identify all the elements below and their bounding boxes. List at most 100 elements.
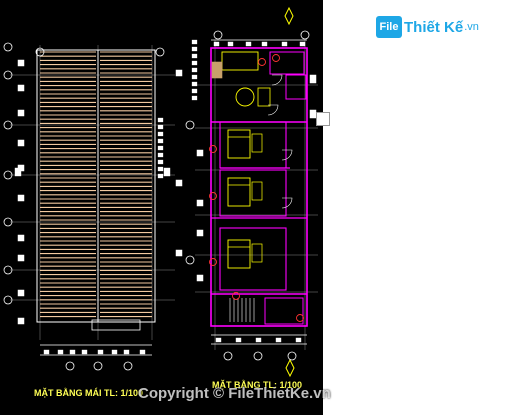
dimension-tick	[235, 337, 242, 343]
dimension-tick	[299, 41, 306, 47]
dimension-tick	[196, 199, 204, 207]
axis-bubble	[185, 255, 195, 265]
vertical-label-text	[191, 67, 198, 73]
dimension-tick	[17, 84, 25, 92]
axis-bubble	[35, 47, 45, 57]
sofa	[257, 87, 271, 107]
bedroom-2	[219, 169, 287, 217]
axis-bubble	[287, 351, 297, 361]
entrance-porch	[264, 297, 304, 325]
dining-table	[235, 87, 255, 107]
door-swing	[281, 197, 293, 209]
axis-bubble	[123, 361, 133, 371]
logo-name: Thiết Kế	[404, 18, 464, 36]
axis-bubble	[3, 70, 13, 80]
north-marker	[14, 167, 22, 177]
logo-tld: .vn	[464, 21, 479, 33]
dimension-tick	[175, 249, 183, 257]
vertical-label-text	[191, 95, 198, 101]
wc-room	[269, 51, 305, 75]
axis-bubble	[3, 42, 13, 52]
dimension-tick	[17, 289, 25, 297]
axis-bubble	[155, 47, 165, 57]
roof-outline	[36, 49, 156, 323]
bed	[227, 129, 251, 159]
floor-plan-caption: MẶT BẰNG TL: 1/100	[212, 380, 303, 390]
dimension-tick	[213, 41, 220, 47]
axis-bubble	[185, 120, 195, 130]
vertical-label-text	[157, 138, 164, 144]
room-tag-marker	[272, 54, 280, 62]
vertical-label-text	[157, 166, 164, 172]
door-swing	[267, 104, 279, 116]
north-marker	[163, 167, 171, 177]
vertical-label-text	[191, 39, 198, 45]
dimension-tick	[245, 41, 252, 47]
dimension-tick	[196, 149, 204, 157]
axis-bubble	[253, 351, 263, 361]
vertical-label-text	[157, 117, 164, 123]
roof-plan-caption: MẶT BẰNG MÁI TL: 1/100	[34, 388, 144, 398]
dimension-tick	[111, 349, 118, 355]
dimension-tick	[281, 41, 288, 47]
vertical-label-text	[191, 53, 198, 59]
vertical-label-text	[157, 145, 164, 151]
floor-plan-drawing	[3, 6, 318, 378]
wardrobe	[251, 181, 263, 201]
vertical-label-text	[191, 81, 198, 87]
dimension-tick	[295, 337, 302, 343]
wardrobe	[251, 133, 263, 153]
north-arrow-icon	[284, 6, 294, 26]
dimension-tick	[69, 349, 76, 355]
dimension-tick	[43, 349, 50, 355]
axis-bubble	[3, 120, 13, 130]
vertical-label-text	[191, 88, 198, 94]
bed	[227, 239, 251, 269]
room-tag-marker	[232, 292, 240, 300]
bedroom-3	[219, 227, 287, 291]
stair-core	[285, 74, 307, 100]
dimension-tick	[17, 234, 25, 242]
dimension-tick	[261, 41, 268, 47]
roof-gutter	[91, 319, 141, 331]
dimension-tick	[17, 109, 25, 117]
dimension-tick	[196, 274, 204, 282]
north-arrow-icon	[285, 358, 295, 378]
vertical-label-text	[191, 74, 198, 80]
dimension-tick	[17, 139, 25, 147]
axis-bubble	[65, 361, 75, 371]
dimension-tick	[196, 229, 204, 237]
vertical-label-text	[157, 124, 164, 130]
room-tag-marker	[209, 145, 217, 153]
dimension-tick	[123, 349, 130, 355]
dimension-tick	[227, 41, 234, 47]
site-logo[interactable]: File Thiết Kế .vn	[376, 16, 479, 38]
vertical-label-text	[191, 60, 198, 66]
vertical-label-text	[157, 159, 164, 165]
room-tag-marker	[209, 258, 217, 266]
bed	[227, 177, 251, 207]
small-square-marker	[316, 112, 330, 126]
dimension-tick	[215, 337, 222, 343]
logo-mark-icon: File	[376, 16, 402, 38]
dimension-tick	[17, 317, 25, 325]
axis-bubble	[223, 351, 233, 361]
axis-bubble	[93, 361, 103, 371]
storage-block	[211, 61, 223, 79]
axis-bubble	[300, 30, 310, 40]
dimension-tick	[175, 69, 183, 77]
copyright-watermark: Copyright © FileThietKe.vn	[138, 385, 331, 402]
vertical-label-text	[157, 131, 164, 137]
door-swing	[271, 74, 283, 86]
dimension-tick	[57, 349, 64, 355]
dimension-tick	[175, 179, 183, 187]
room-tag-marker	[296, 314, 304, 322]
vertical-label-text	[191, 46, 198, 52]
vertical-label-text	[157, 152, 164, 158]
dimension-tick	[17, 254, 25, 262]
axis-bubble	[3, 295, 13, 305]
dimension-tick	[17, 194, 25, 202]
dimension-tick	[81, 349, 88, 355]
bedroom-1	[219, 121, 287, 169]
vertical-label-text	[157, 173, 164, 179]
